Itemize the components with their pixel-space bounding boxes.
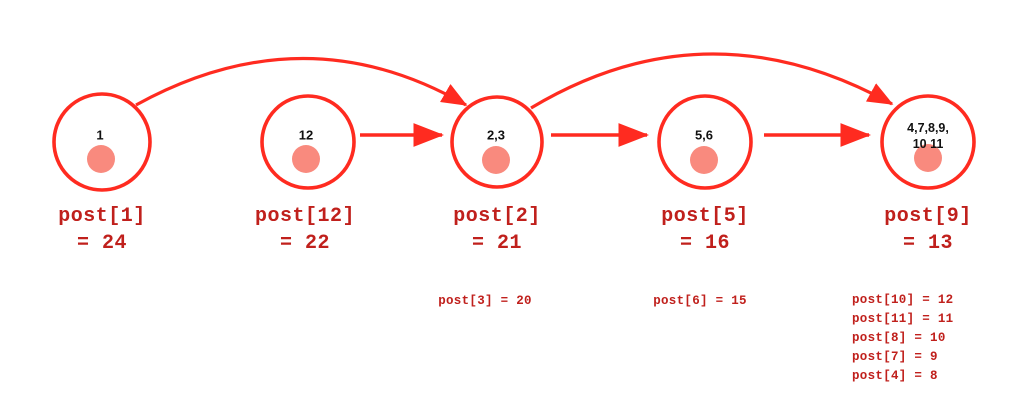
- extra-post-label-n5-1: post[11] = 11: [852, 312, 953, 326]
- extra-post-label-layer: post[3] = 20 post[6] = 15 post[10] = 12 …: [438, 293, 953, 383]
- extra-post-label-n5-4: post[4] = 8: [852, 369, 938, 383]
- node-layer: 1 12 2,3 5,6 4,7,8,9, 10 11: [52, 92, 976, 192]
- node-label-n2: 12: [299, 127, 313, 142]
- node-label-n3: 2,3: [487, 127, 505, 142]
- node-label-n5-line2: 10 11: [913, 137, 944, 151]
- post-label-n2: post[12] = 22: [255, 205, 355, 255]
- graph-node-n3[interactable]: 2,3: [450, 95, 544, 189]
- node-label-n5-line1: 4,7,8,9,: [907, 121, 949, 135]
- extra-post-label-n5-0: post[10] = 12: [852, 293, 953, 307]
- post-label-n3: post[2] = 21: [453, 205, 541, 255]
- node-circle: [260, 94, 356, 190]
- edge-n1-to-n3-arc: [135, 56, 468, 107]
- post-label-n5-line2: = 13: [903, 232, 953, 255]
- node-circle: [450, 95, 544, 189]
- graph-node-n2[interactable]: 12: [260, 94, 356, 190]
- extra-post-label-n5-2: post[8] = 10: [852, 331, 946, 345]
- graph-node-n5[interactable]: 4,7,8,9, 10 11: [880, 94, 976, 190]
- graph-node-n1[interactable]: 1: [52, 92, 152, 192]
- extra-post-label-n4-0: post[6] = 15: [653, 294, 747, 308]
- edge-n3-to-n5-arc: [530, 52, 894, 110]
- node-circle: [880, 94, 976, 190]
- node-dot: [292, 145, 320, 173]
- post-label-n3-line1: post[2]: [453, 205, 541, 228]
- post-label-n1-line1: post[1]: [58, 205, 146, 228]
- node-label-n1: 1: [96, 127, 103, 142]
- post-label-n2-line1: post[12]: [255, 205, 355, 228]
- post-label-n4: post[5] = 16: [661, 205, 749, 255]
- node-dot: [482, 146, 510, 174]
- extra-post-label-n3-0: post[3] = 20: [438, 294, 532, 308]
- node-dot: [914, 144, 942, 172]
- graph-node-n4[interactable]: 5,6: [657, 94, 753, 190]
- post-label-n4-line2: = 16: [680, 232, 730, 255]
- node-circle: [52, 92, 152, 192]
- post-label-n5-line1: post[9]: [884, 205, 972, 228]
- post-label-layer: post[1] = 24 post[12] = 22 post[2] = 21 …: [58, 205, 972, 255]
- node-dot: [87, 145, 115, 173]
- edge-layer: [135, 52, 894, 147]
- post-label-n5: post[9] = 13: [884, 205, 972, 255]
- node-circle: [657, 94, 753, 190]
- node-label-n4: 5,6: [695, 127, 713, 142]
- extra-post-label-n5-3: post[7] = 9: [852, 350, 938, 364]
- post-label-n4-line1: post[5]: [661, 205, 749, 228]
- post-label-n1-line2: = 24: [77, 232, 127, 255]
- post-label-n3-line2: = 21: [472, 232, 522, 255]
- post-label-n1: post[1] = 24: [58, 205, 146, 255]
- post-label-n2-line2: = 22: [280, 232, 330, 255]
- node-dot: [690, 146, 718, 174]
